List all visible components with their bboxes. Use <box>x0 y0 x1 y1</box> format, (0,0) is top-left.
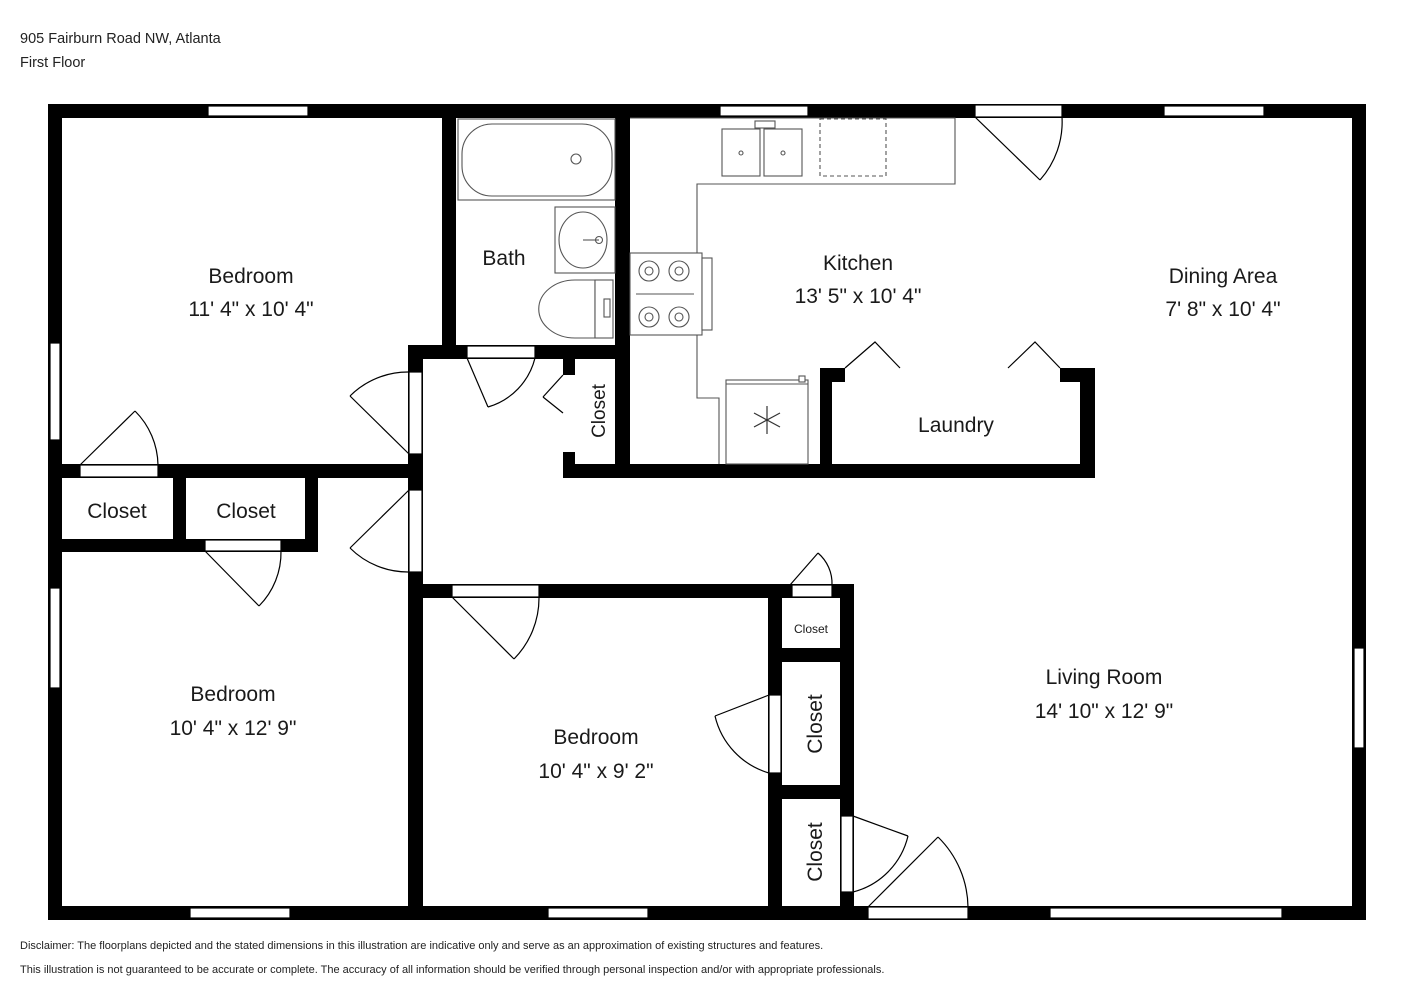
room-dims-dining: 7' 8" x 10' 4" <box>1165 298 1280 321</box>
room-dims-kitchen: 13' 5" x 10' 4" <box>795 285 922 308</box>
room-name-closet-hall: Closet <box>589 383 610 438</box>
windows <box>49 105 1365 919</box>
room-name-kitchen: Kitchen <box>823 252 893 275</box>
toilet-icon <box>538 279 614 339</box>
room-name-dining: Dining Area <box>1169 265 1278 288</box>
room-name-laundry: Laundry <box>918 414 994 437</box>
room-dims-living: 14' 10" x 12' 9" <box>1035 700 1174 723</box>
kitchen-sink-icon <box>721 120 803 177</box>
room-labels: Bedroom 11' 4" x 10' 4" Bath Kitchen 13'… <box>87 247 1280 882</box>
disclaimer-line-2: This illustration is not guaranteed to b… <box>20 964 885 976</box>
address-title: 905 Fairburn Road NW, Atlanta <box>20 31 221 47</box>
room-name-living: Living Room <box>1046 666 1163 689</box>
room-name-bedroom-s: Bedroom <box>553 726 638 749</box>
room-name-closet-low: Closet <box>804 822 827 882</box>
room-name-bedroom-nw: Bedroom <box>208 265 293 288</box>
disclaimer-line-1: Disclaimer: The floorplans depicted and … <box>20 940 824 952</box>
room-dims-bedroom-sw: 10' 4" x 12' 9" <box>170 717 297 740</box>
doors <box>79 104 1063 920</box>
dishwasher-icon <box>819 118 887 177</box>
fixtures <box>457 117 956 465</box>
room-name-closet-mid: Closet <box>804 694 827 754</box>
room-name-bedroom-sw: Bedroom <box>190 683 275 706</box>
refrigerator-icon <box>725 375 809 465</box>
stove-icon <box>629 252 713 336</box>
room-dims-bedroom-nw: 11' 4" x 10' 4" <box>188 298 313 321</box>
walls <box>48 104 1366 920</box>
room-name-closet-small: Closet <box>794 622 829 636</box>
room-dims-bedroom-s: 10' 4" x 9' 2" <box>538 760 653 783</box>
kitchen-counter <box>630 117 956 464</box>
floor-label: First Floor <box>20 55 86 71</box>
room-name-closet-w2: Closet <box>216 500 276 523</box>
room-name-closet-w1: Closet <box>87 500 147 523</box>
room-name-bath: Bath <box>482 247 525 270</box>
